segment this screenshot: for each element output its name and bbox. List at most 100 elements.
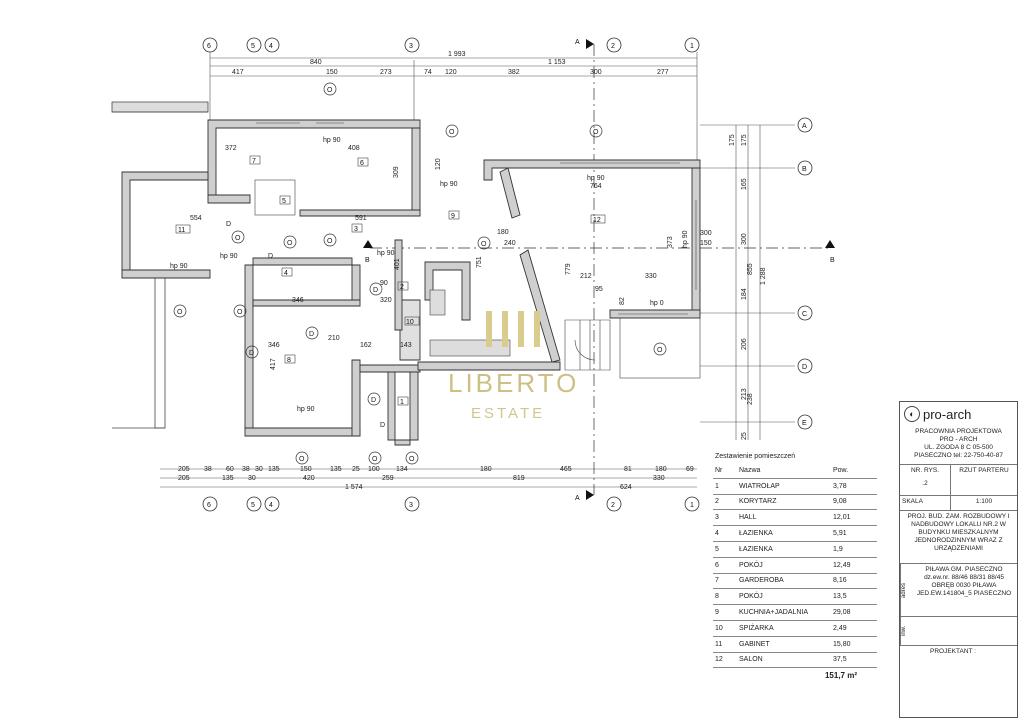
legend-nr: 9 [713, 604, 737, 621]
legend-name: SPIŻARKA [737, 620, 831, 637]
axis-label-right-3: D [802, 364, 807, 371]
legend-nr: 7 [713, 573, 737, 590]
legend-area: 3,78 [831, 478, 877, 495]
room-dim-11: 212 [580, 273, 592, 280]
legend-header-row: Nr Nazwa Pow. [713, 463, 877, 479]
dim-bottom-row1-0: 205 [178, 466, 190, 473]
dim-bottom-row1-1: 38 [204, 466, 212, 473]
legend-area: 15,80 [831, 636, 877, 653]
firm-line-1: PRACOWNIA PROJEKTOWA [915, 428, 1002, 435]
section-arrow-a-bottom [586, 490, 594, 500]
legend-name: WIATROŁAP [737, 478, 831, 495]
room-number-marks [175, 155, 606, 406]
dim-bottom-row1-13: 81 [624, 466, 632, 473]
legend-title: Zestawienie pomieszczeń [715, 453, 796, 460]
address-row: adres PIŁAWA GM. PIASECZNO dz.ew.nr. 88/… [900, 563, 1017, 616]
firm-line-3: UL. ZGODA 8 C 05-500 [924, 444, 993, 451]
room-number-10: 10 [406, 319, 414, 326]
section-arrow-b-left [363, 240, 373, 248]
legend-name: GARDEROBA [737, 573, 831, 590]
room-dim-9: 373 [667, 236, 674, 248]
firm-line-4: PIASECZNO tel: 22-750-40-87 [914, 452, 1003, 459]
designer-label: PROJEKTANT : [930, 648, 976, 655]
dim-right-7: 25 [741, 432, 748, 440]
axis-markers-bottom [202, 496, 700, 512]
legend-total: 151,7 m² [824, 671, 857, 681]
o-label-4: O [237, 309, 243, 316]
dim-top-row1-0: 840 [310, 59, 322, 66]
d-label-6: D [380, 422, 385, 429]
hp-label-3: hp 90 [220, 253, 238, 260]
room-dim-5: 346 [292, 297, 304, 304]
axis-label-top-5: 1 [690, 43, 694, 50]
room-number-9: 9 [451, 213, 455, 220]
scale-row: SKALA 1:100 [900, 495, 1017, 510]
legend-name: SALON [737, 652, 831, 669]
legend-name: KORYTARZ [737, 494, 831, 511]
room-number-4: 4 [284, 270, 288, 277]
axis-label-bottom-4: 2 [611, 502, 615, 509]
dim-right-4: 184 [741, 288, 748, 300]
room-number-1: 1 [400, 399, 404, 406]
axis-label-right-4: E [802, 420, 807, 427]
axis-label-right-0: A [802, 123, 807, 130]
dim-bottom-row2-2: 30 [248, 475, 256, 482]
hp-label-0: hp 90 [323, 137, 341, 144]
d-label-2: D [249, 350, 254, 357]
dim-right-5: 206 [741, 338, 748, 350]
dim-bottom-row2-6: 330 [653, 475, 665, 482]
legend-name: ŁAZIENKA [737, 525, 831, 542]
nr-rys-cell: NR. RYS. .2 [900, 465, 951, 495]
inw-value [911, 617, 1017, 645]
dim-bottom-row2-0: 205 [178, 475, 190, 482]
dimension-lines-top [209, 52, 698, 165]
legend-nr: 8 [713, 588, 737, 606]
dim-right-3: 300 [741, 233, 748, 245]
dim-bottom-row1-10: 134 [396, 466, 408, 473]
watermark-text: LIBERTO [448, 368, 579, 398]
room-dim-15: 417 [270, 358, 277, 370]
room-number-6: 6 [360, 160, 364, 167]
room-dim-14: 401 [394, 258, 401, 270]
hp-label-2: hp 90 [587, 175, 605, 182]
room-number-7: 7 [252, 158, 256, 165]
axis-label-top-4: 2 [611, 43, 615, 50]
nr-rys-label: NR. RYS. [910, 467, 940, 474]
address-label: adres [900, 564, 911, 616]
room-dim-8: 764 [590, 183, 602, 190]
project-desc-row: PROJ. BUD. ZAM. ROZBUDOWY I NADBUDOWY LO… [900, 510, 1017, 563]
axis-label-bottom-5: 1 [690, 502, 694, 509]
inw-label: inw. [900, 617, 911, 645]
dim-bottom-row3-0: 1 574 [345, 484, 363, 491]
axis-label-top-0: 6 [207, 43, 211, 50]
legend-area: 29,08 [831, 604, 877, 621]
dim-right-row2-1: 238 [747, 393, 754, 405]
legend-name: ŁAZIENKA [737, 541, 831, 558]
room-dim-21: 210 [328, 335, 340, 342]
legend-area: 8,16 [831, 573, 877, 590]
dim-bottom-row1-12: 465 [560, 466, 572, 473]
right-dimension-texts: 175 175 165 300 184 206 213 25 855 238 1… [729, 134, 767, 440]
inw-row: inw. [900, 616, 1017, 645]
room-dim-13: 751 [476, 256, 483, 268]
dim-bottom-row1-4: 30 [255, 466, 263, 473]
brand-logo: ◐ pro-arch [900, 402, 1017, 426]
o-label-12: O [481, 241, 487, 248]
dim-top-row2-3: 74 [424, 69, 432, 76]
scale-value: 1:100 [975, 498, 993, 505]
room-dim-23: 180 [497, 229, 509, 236]
dim-bottom-row1-9: 100 [368, 466, 380, 473]
dim-bottom-row2-3: 420 [303, 475, 315, 482]
dim-top-overall: 1 993 [448, 51, 466, 58]
legend-area: 5,91 [831, 525, 877, 542]
room-dim-4: 591 [355, 215, 367, 222]
axis-label-right-2: C [802, 311, 807, 318]
dim-bottom-row1-8: 25 [352, 466, 360, 473]
sheet-title: RZUT PARTERU [959, 467, 1009, 474]
dimension-lines-bottom [160, 468, 697, 488]
legend-nr: 6 [713, 557, 737, 574]
